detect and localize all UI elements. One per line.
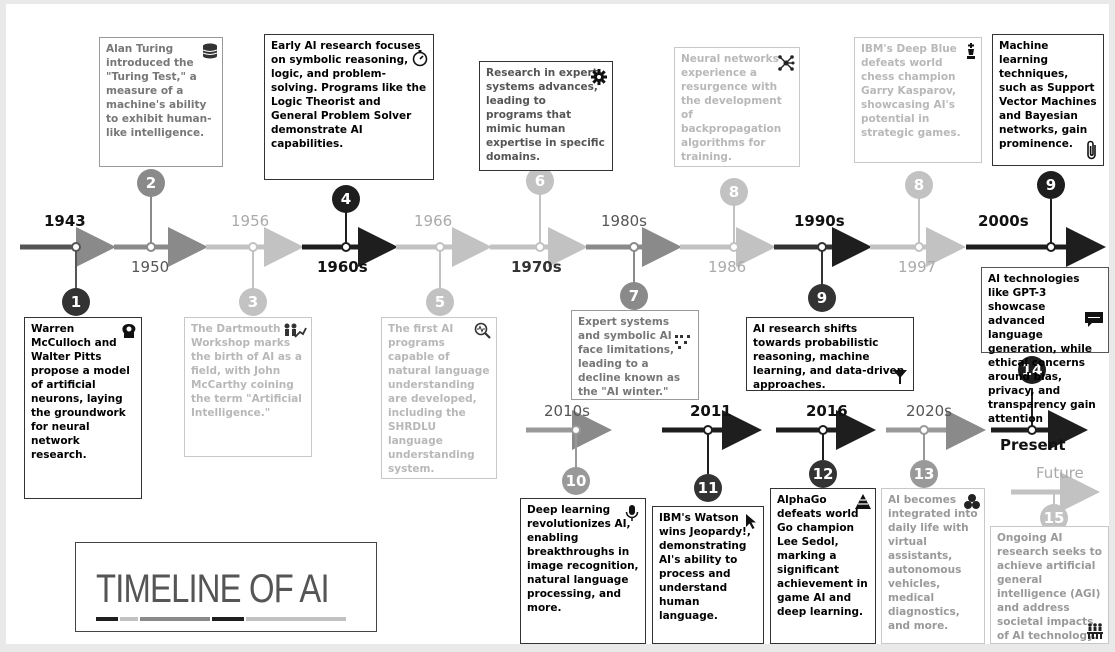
event-text-8b: IBM's Deep Blue defeats world chess cham… [861, 43, 961, 139]
year-label-1956: 1956 [231, 212, 270, 230]
microphone-icon [625, 505, 639, 521]
year-label-2000s: 2000s [978, 212, 1029, 230]
badge-6: 6 [526, 167, 554, 195]
event-text-5: The first AI programs capable of natural… [388, 323, 490, 475]
magnifier-pulse-icon [474, 322, 491, 339]
event-card-1986: Neural networks experience a resurgence … [674, 47, 800, 167]
network-icon [778, 55, 795, 71]
badge-11: 11 [694, 474, 722, 502]
year-label-1986: 1986 [708, 258, 747, 276]
year-label-future: Future [1036, 464, 1084, 482]
year-label-1990s: 1990s [794, 212, 845, 230]
badge-5: 5 [426, 288, 454, 316]
event-text-13: AI becomes integrated into daily life wi… [888, 494, 978, 632]
badge-4: 4 [332, 185, 360, 213]
event-text-3: The Dartmouth Workshop marks the birth o… [191, 323, 302, 419]
event-card-2016: AlphaGo defeats world Go champion Lee Se… [770, 488, 876, 644]
event-card-1997: IBM's Deep Blue defeats world chess cham… [854, 37, 982, 163]
badge-13: 13 [910, 460, 938, 488]
cursor-icon [746, 514, 756, 529]
people-group-icon [1087, 623, 1103, 639]
badge-2: 2 [137, 169, 165, 197]
chat-bubble-icon [1085, 312, 1103, 327]
team-growth-icon [284, 323, 307, 338]
event-card-1980s: Expert systems and symbolic AI face limi… [571, 310, 699, 400]
badge-8b: 8 [905, 171, 933, 199]
title-box: TIMELINE OF AI [75, 542, 377, 632]
year-label-1980s: 1980s [601, 212, 647, 230]
event-card-1966: The first AI programs capable of natural… [381, 317, 497, 479]
event-card-1950: Alan Turing introduced the "Turing Test,… [99, 37, 223, 167]
year-label-present: Present [1000, 436, 1066, 454]
gear-icon [591, 69, 607, 85]
badge-9a: 9 [808, 284, 836, 312]
event-card-present: AI technologies like GPT-3 showcase adva… [981, 267, 1109, 425]
database-icon [202, 43, 218, 59]
event-text-2: Alan Turing introduced the "Turing Test,… [106, 43, 212, 139]
event-text-9a: AI research shifts towards probabilistic… [753, 323, 905, 391]
badge-10: 10 [562, 467, 590, 495]
event-card-1943: Warren McCulloch and Walter Pitts propos… [24, 317, 142, 499]
year-label-1943: 1943 [44, 212, 86, 230]
filter-icon [893, 370, 907, 384]
year-label-2016: 2016 [806, 402, 848, 420]
event-text-15: Ongoing AI research seeks to achieve art… [997, 532, 1102, 642]
event-card-future: Ongoing AI research seeks to achieve art… [990, 526, 1109, 644]
event-text-6: Research in expert systems advances, lea… [486, 67, 605, 163]
badge-7: 7 [620, 282, 648, 310]
badge-12: 12 [809, 460, 837, 488]
timeline-arrows [20, 194, 1106, 512]
event-card-2000s: Machine learning techniques, such as Sup… [992, 34, 1104, 166]
event-card-1990s: AI research shifts towards probabilistic… [746, 317, 914, 391]
year-label-1997: 1997 [898, 258, 937, 276]
event-text-1: Warren McCulloch and Walter Pitts propos… [31, 323, 130, 461]
head-gear-icon [122, 324, 136, 338]
event-card-2011: IBM's Watson wins Jeopardy!, demonstrati… [652, 506, 764, 644]
year-label-2010s: 2010s [544, 402, 590, 420]
year-label-2011: 2011 [690, 402, 732, 420]
event-card-2020s: AI becomes integrated into daily life wi… [881, 488, 985, 644]
badge-1: 1 [62, 288, 90, 316]
event-text-8a: Neural networks experience a resurgence … [681, 53, 782, 163]
badge-9b: 9 [1037, 171, 1065, 199]
paperclip-icon [1087, 140, 1096, 160]
event-card-1960s: Early AI research focuses on symbolic re… [264, 34, 434, 180]
stopwatch-icon [412, 50, 428, 67]
year-label-1970s: 1970s [511, 258, 562, 276]
event-text-11: IBM's Watson wins Jeopardy!, demonstrati… [659, 512, 751, 622]
event-text-4: Early AI research focuses on symbolic re… [271, 40, 427, 150]
event-card-1956: The Dartmouth Workshop marks the birth o… [184, 317, 312, 457]
timeline-infographic: 1943 1950 1956 1960s 1966 1970s 1980s 19… [6, 4, 1109, 644]
event-text-7: Expert systems and symbolic AI face limi… [578, 316, 681, 398]
event-card-2010s: Deep learning revolutionizes AI, enablin… [520, 498, 646, 644]
event-text-10: Deep learning revolutionizes AI, enablin… [527, 504, 639, 614]
triangle-stack-icon [855, 494, 871, 509]
event-text-9b: Machine learning techniques, such as Sup… [999, 40, 1097, 150]
year-label-1960s: 1960s [317, 258, 368, 276]
title-underline [96, 617, 346, 621]
year-label-1950: 1950 [131, 258, 170, 276]
event-text-12: AlphaGo defeats world Go champion Lee Se… [777, 494, 868, 618]
dots-pattern-icon [675, 335, 690, 349]
event-card-1970s: Research in expert systems advances, lea… [479, 61, 613, 171]
badge-8a: 8 [720, 178, 748, 206]
page-title: TIMELINE OF AI [96, 567, 330, 611]
three-circles-icon [964, 494, 980, 509]
year-label-1966: 1966 [414, 212, 453, 230]
chess-king-icon [967, 43, 975, 59]
badge-3: 3 [239, 288, 267, 316]
badge-14: 14 [1018, 356, 1046, 384]
year-label-2020s: 2020s [906, 402, 952, 420]
event-text-14: AI technologies like GPT-3 showcase adva… [988, 273, 1096, 425]
